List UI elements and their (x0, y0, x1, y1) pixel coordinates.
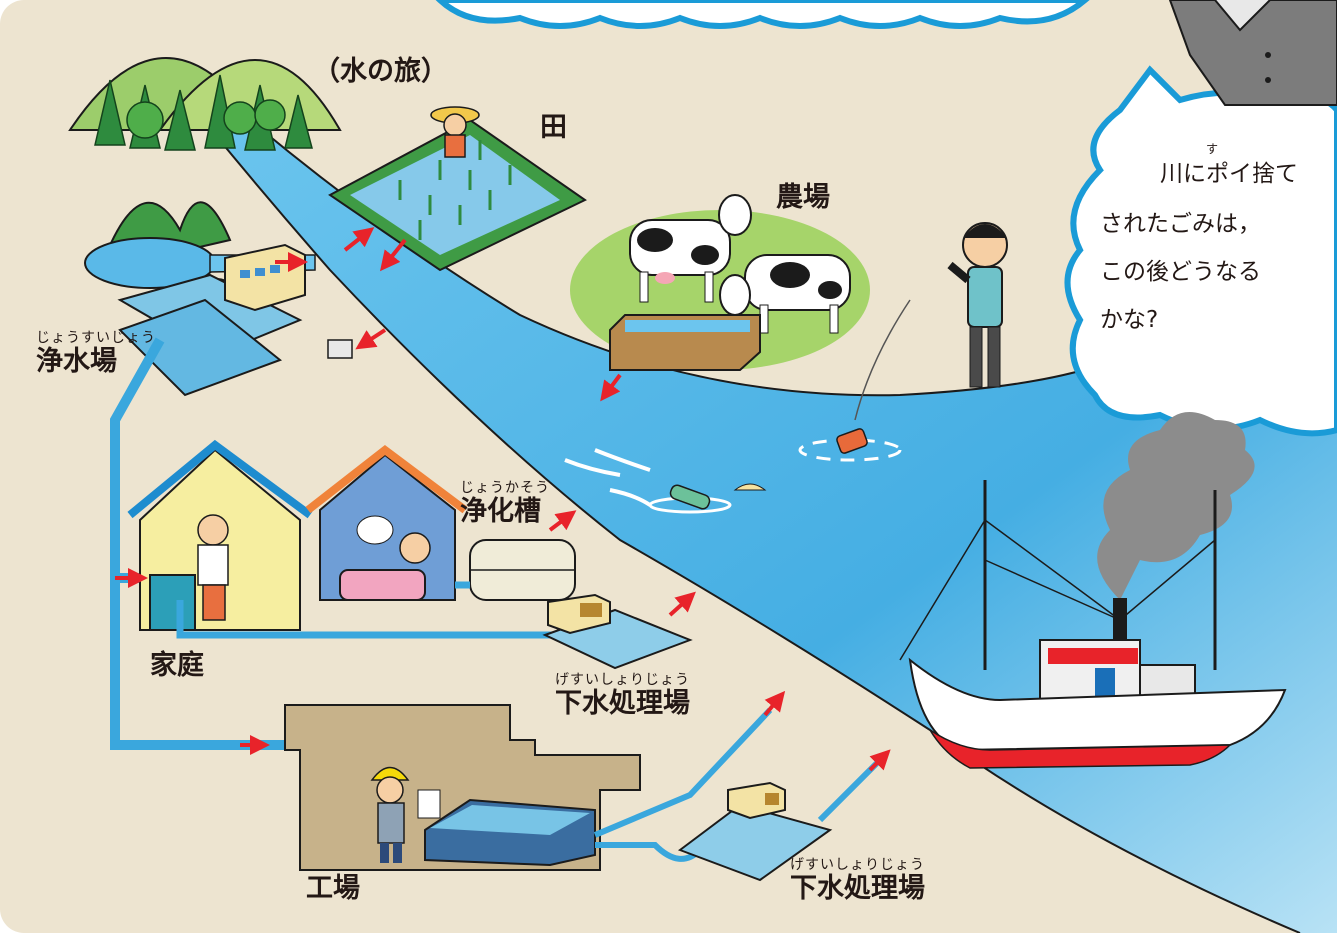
label-farm: 農場 (776, 182, 830, 213)
arrow-trough-river (600, 373, 622, 402)
arrow-river-field (343, 227, 375, 252)
diagram-title: （水の旅） (313, 56, 448, 87)
label-sewage-plant-1-ruby: げすいしょりじょう (555, 672, 690, 688)
factory-worker (370, 766, 441, 863)
label-sewage-plant-1-text: 下水処理場 (555, 688, 690, 719)
trough-water (625, 320, 750, 332)
label-sewage-plant-2-ruby: げすいしょりじょう (790, 857, 925, 873)
river-shore-left (194, 109, 1301, 933)
bubble-line-4: かな? (1100, 307, 1159, 333)
man-waving (947, 222, 1008, 388)
bubble-ruby: す (1206, 142, 1219, 156)
cow-2 (719, 254, 851, 334)
intake-box (327, 339, 353, 359)
farmer (430, 106, 480, 158)
arrow-factory-river (763, 690, 786, 717)
flow-arrows (115, 227, 891, 772)
ship-smoke (1097, 412, 1255, 600)
top-bubble (435, 0, 1090, 29)
label-septic-text: 浄化槽 (460, 496, 541, 527)
suited-person (1168, 0, 1337, 106)
label-sewage-plant-1: げすいしょりじょう 下水処理場 (555, 672, 690, 720)
water-plant-tanks-low (118, 298, 283, 397)
household-drain (176, 600, 560, 639)
house-blue (305, 444, 468, 601)
sewage-plant-2 (677, 803, 833, 882)
water-ripples (564, 448, 652, 507)
bubble-line-1: 川にポイ捨て (1160, 161, 1298, 187)
arrow-sewage2-river (868, 749, 891, 772)
cow-1 (629, 194, 752, 303)
label-sewage-plant-2: げすいしょりじょう 下水処理場 (790, 857, 925, 905)
throw-arc (854, 299, 911, 421)
label-sewage-plant-2-text: 下水処理場 (790, 873, 925, 904)
label-factory: 工場 (306, 873, 360, 904)
label-septic-ruby: じょうかそう (460, 480, 550, 496)
factory-outflow (593, 707, 773, 838)
sewage-plant-2-building (727, 781, 786, 820)
label-water-plant-ruby: じょうすいじょう (36, 330, 156, 346)
label-rice-field: 田 (540, 112, 567, 143)
sewage-plant-1-building (547, 593, 611, 635)
litter-bag (733, 483, 767, 491)
label-septic: じょうかそう 浄化槽 (460, 480, 550, 528)
fishing-ship (899, 480, 1287, 769)
arrow-river-plant (355, 328, 387, 350)
label-water-plant-text: 浄水場 (36, 346, 117, 377)
septic-tank (469, 539, 576, 601)
arrow-sewage1-river (668, 591, 696, 617)
house-yellow (127, 439, 313, 631)
arrow-septic-river (548, 510, 577, 532)
rice-plants (398, 140, 512, 240)
factory-tank (424, 798, 596, 867)
arrow-field-river (380, 238, 407, 272)
litter-can (798, 428, 902, 462)
label-water-plant: じょうすいじょう 浄水場 (36, 330, 156, 378)
forest (94, 74, 313, 151)
bubble-line-3: この後どうなる (1100, 259, 1261, 285)
rice-field-water (350, 135, 560, 255)
bubble-line-2: されたごみは， (1100, 211, 1261, 237)
label-home: 家庭 (150, 650, 204, 681)
